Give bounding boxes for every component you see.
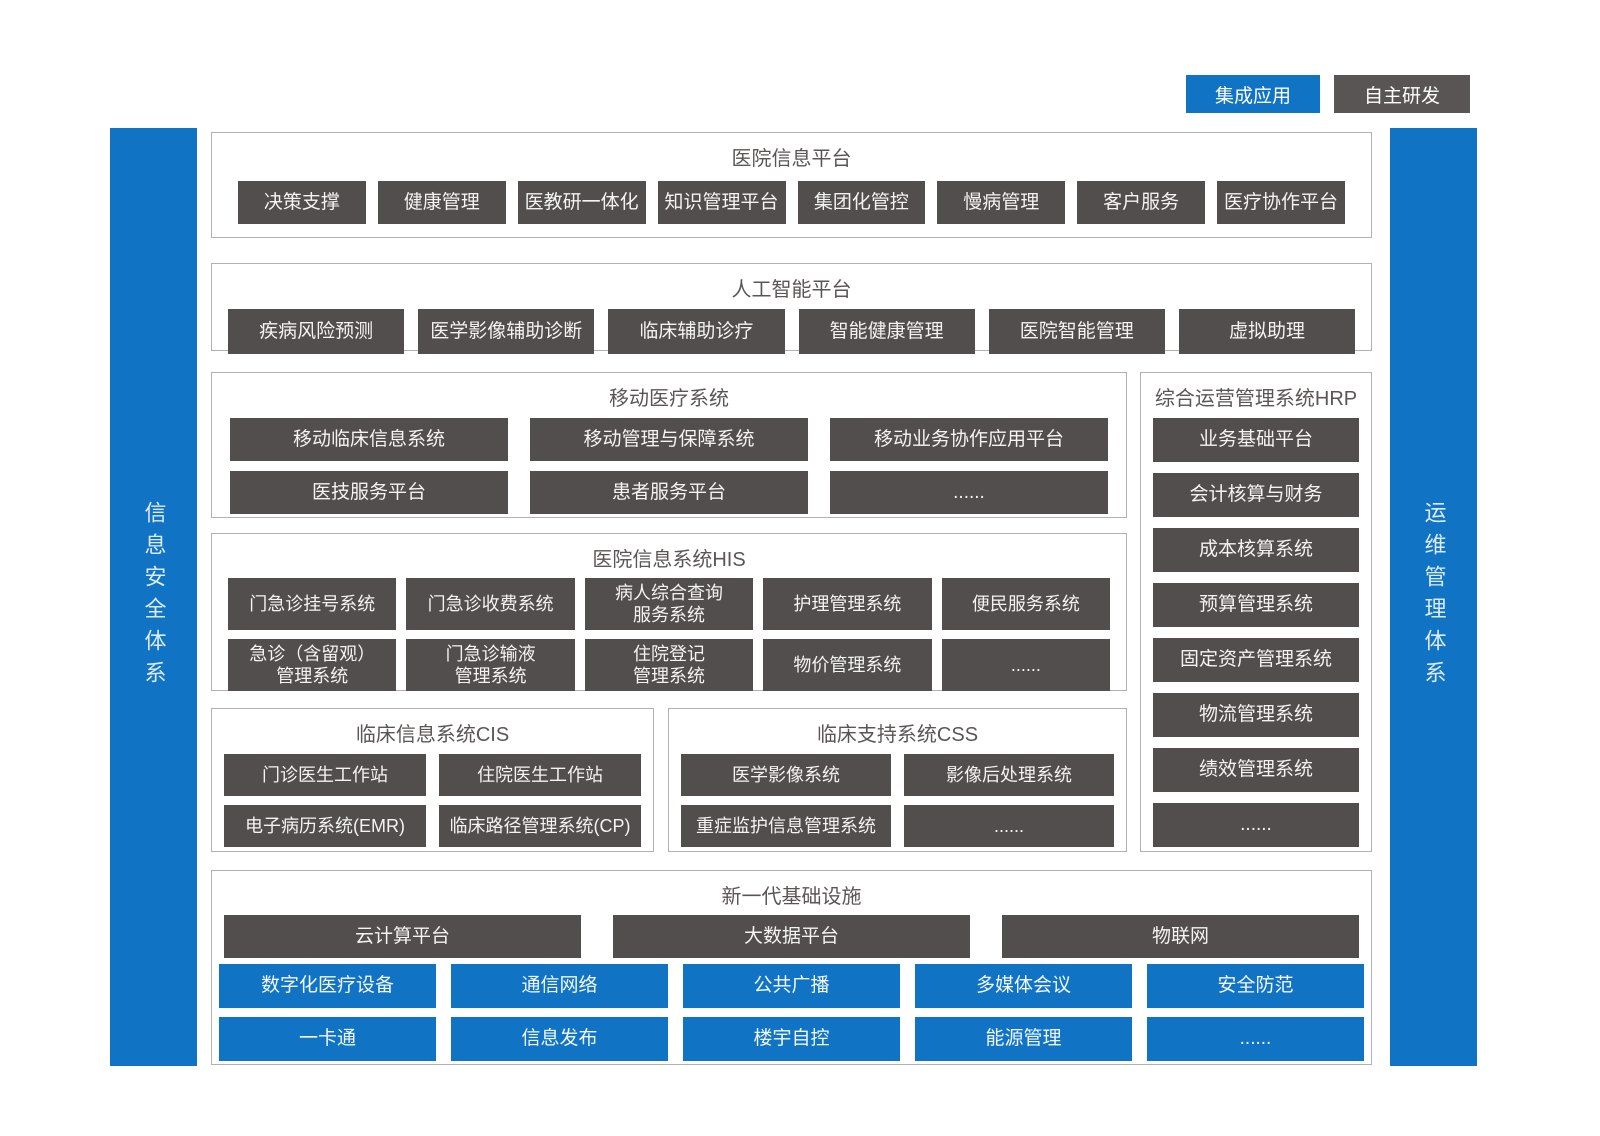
- module-box: 知识管理平台: [657, 181, 786, 224]
- module-box: ......: [830, 471, 1108, 514]
- module-box: ......: [1153, 803, 1359, 847]
- module-box: 智能健康管理: [798, 309, 975, 354]
- module-stack: 业务基础平台 会计核算与财务 成本核算系统 预算管理系统 固定资产管理系统 物流…: [1141, 418, 1371, 847]
- section-title: 临床信息系统CIS: [355, 724, 510, 746]
- module-row: 一卡通 信息发布 楼宇自控 能源管理 ......: [212, 1017, 1371, 1061]
- module-box: 重症监护信息管理系统: [681, 805, 891, 847]
- module-box: 物联网: [1002, 915, 1359, 958]
- module-box: ......: [941, 639, 1111, 691]
- module-row: 重症监护信息管理系统 ......: [669, 805, 1126, 847]
- module-box: ......: [904, 805, 1114, 847]
- module-box: 临床辅助诊疗: [608, 309, 785, 354]
- module-box: 多媒体会议: [915, 964, 1132, 1008]
- module-row: 医学影像系统 影像后处理系统: [669, 754, 1126, 796]
- module-box: 绩效管理系统: [1153, 748, 1359, 792]
- module-box: ......: [1147, 1017, 1364, 1061]
- module-box: 云计算平台: [224, 915, 581, 958]
- module-box: 疾病风险预测: [228, 309, 405, 354]
- section-title: 移动医疗系统: [609, 388, 729, 410]
- module-box: 临床路径管理系统(CP): [439, 805, 641, 847]
- module-box: 影像后处理系统: [904, 754, 1114, 796]
- module-box: 楼宇自控: [683, 1017, 900, 1061]
- module-box: 安全防范: [1147, 964, 1364, 1008]
- module-box: 虚拟助理: [1178, 309, 1356, 354]
- section-title: 医院信息系统HIS: [592, 549, 746, 571]
- module-box: 数字化医疗设备: [219, 964, 436, 1008]
- module-box: 移动业务协作应用平台: [830, 418, 1108, 461]
- module-box: 患者服务平台: [530, 471, 808, 514]
- section-hospital-info-platform: 医院信息平台 决策支撑 健康管理 医教研一体化 知识管理平台 集团化管控 慢病管…: [211, 132, 1372, 238]
- section-title: 临床支持系统CSS: [816, 724, 979, 746]
- module-row: 决策支撑 健康管理 医教研一体化 知识管理平台 集团化管控 慢病管理 客户服务 …: [212, 181, 1371, 224]
- module-box: 住院医生工作站: [439, 754, 641, 796]
- module-box: 通信网络: [451, 964, 668, 1008]
- module-box: 门急诊输液 管理系统: [406, 639, 575, 691]
- module-box: 医疗协作平台: [1217, 181, 1345, 224]
- module-row: 门诊医生工作站 住院医生工作站: [212, 754, 653, 796]
- module-row: 急诊（含留观） 管理系统 门急诊输液 管理系统 住院登记 管理系统 物价管理系统…: [212, 639, 1126, 691]
- section-css: 临床支持系统CSS 医学影像系统 影像后处理系统 重症监护信息管理系统 ....…: [668, 708, 1127, 852]
- module-box: 业务基础平台: [1153, 418, 1359, 462]
- module-box: 门诊医生工作站: [224, 754, 426, 796]
- module-box: 能源管理: [915, 1017, 1132, 1061]
- module-box: 信息发布: [451, 1017, 668, 1061]
- module-box: 决策支撑: [238, 181, 366, 224]
- module-box: 急诊（含留观） 管理系统: [228, 639, 397, 691]
- module-row: 医技服务平台 患者服务平台 ......: [212, 471, 1126, 514]
- module-box: 成本核算系统: [1153, 528, 1359, 572]
- module-box: 医院智能管理: [988, 309, 1165, 354]
- sidebar-ops-management: 运维管理体系: [1390, 128, 1477, 1066]
- module-row: 移动临床信息系统 移动管理与保障系统 移动业务协作应用平台: [212, 418, 1126, 461]
- sidebar-info-security-label: 信息安全体系: [141, 501, 167, 693]
- module-box: 医技服务平台: [230, 471, 508, 514]
- section-mobile-medical: 移动医疗系统 移动临床信息系统 移动管理与保障系统 移动业务协作应用平台 医技服…: [211, 372, 1127, 518]
- module-box: 大数据平台: [613, 915, 970, 958]
- module-row: 数字化医疗设备 通信网络 公共广播 多媒体会议 安全防范: [212, 964, 1371, 1008]
- module-box: 客户服务: [1077, 181, 1206, 224]
- section-title: 综合运营管理系统HRP: [1154, 388, 1358, 410]
- module-box: 慢病管理: [937, 181, 1066, 224]
- section-ai-platform: 人工智能平台 疾病风险预测 医学影像辅助诊断 临床辅助诊疗 智能健康管理 医院智…: [211, 263, 1372, 354]
- module-box: 便民服务系统: [941, 578, 1111, 630]
- module-box: 物价管理系统: [763, 639, 932, 691]
- section-his: 医院信息系统HIS 门急诊挂号系统 门急诊收费系统 病人综合查询 服务系统 护理…: [211, 533, 1127, 691]
- section-cis: 临床信息系统CIS 门诊医生工作站 住院医生工作站 电子病历系统(EMR) 临床…: [211, 708, 654, 852]
- section-title: 人工智能平台: [731, 279, 852, 301]
- module-box: 物流管理系统: [1153, 693, 1359, 737]
- module-box: 病人综合查询 服务系统: [584, 578, 754, 630]
- section-hrp: 综合运营管理系统HRP 业务基础平台 会计核算与财务 成本核算系统 预算管理系统…: [1140, 372, 1372, 852]
- module-box: 电子病历系统(EMR): [224, 805, 426, 847]
- module-box: 移动管理与保障系统: [530, 418, 808, 461]
- module-box: 健康管理: [377, 181, 506, 224]
- module-box: 会计核算与财务: [1153, 473, 1359, 517]
- section-title: 新一代基础设施: [721, 886, 862, 908]
- module-box: 医学影像辅助诊断: [418, 309, 595, 354]
- legend-self-developed-chip: 自主研发: [1334, 75, 1470, 113]
- module-box: 门急诊挂号系统: [228, 578, 397, 630]
- module-box: 住院登记 管理系统: [584, 639, 754, 691]
- module-row: 电子病历系统(EMR) 临床路径管理系统(CP): [212, 805, 653, 847]
- section-title: 医院信息平台: [731, 148, 852, 170]
- module-box: 医学影像系统: [681, 754, 891, 796]
- module-box: 集团化管控: [797, 181, 926, 224]
- module-box: 固定资产管理系统: [1153, 638, 1359, 682]
- sidebar-info-security: 信息安全体系: [110, 128, 197, 1066]
- module-box: 护理管理系统: [763, 578, 932, 630]
- module-row: 疾病风险预测 医学影像辅助诊断 临床辅助诊疗 智能健康管理 医院智能管理 虚拟助…: [212, 309, 1371, 354]
- module-box: 公共广播: [683, 964, 900, 1008]
- module-box: 移动临床信息系统: [230, 418, 508, 461]
- sidebar-ops-management-label: 运维管理体系: [1421, 501, 1447, 693]
- section-infrastructure: 新一代基础设施 云计算平台 大数据平台 物联网 数字化医疗设备 通信网络 公共广…: [211, 870, 1372, 1065]
- legend-integrated-chip: 集成应用: [1186, 75, 1320, 113]
- module-box: 门急诊收费系统: [406, 578, 575, 630]
- module-row: 云计算平台 大数据平台 物联网: [212, 915, 1371, 958]
- module-box: 一卡通: [219, 1017, 436, 1061]
- module-row: 门急诊挂号系统 门急诊收费系统 病人综合查询 服务系统 护理管理系统 便民服务系…: [212, 578, 1126, 630]
- module-box: 预算管理系统: [1153, 583, 1359, 627]
- module-box: 医教研一体化: [517, 181, 646, 224]
